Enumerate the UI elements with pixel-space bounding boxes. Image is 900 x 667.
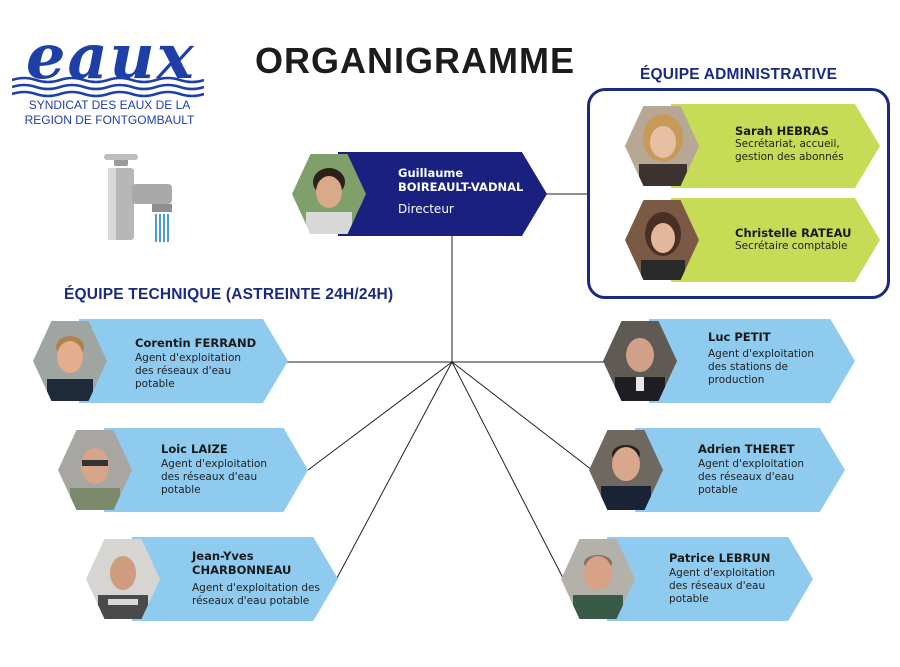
person-name: Corentin FERRAND	[135, 336, 257, 350]
card-ribbon	[79, 319, 288, 403]
hub-to-theret-line	[451, 361, 593, 471]
card-ribbon	[671, 104, 880, 188]
card-ribbon	[635, 428, 845, 512]
person-name: Christelle RATEAU	[735, 226, 852, 240]
person-role-line1: Agent d'exploitation	[698, 458, 805, 470]
person-role-line1: Secrétaire comptable	[735, 240, 848, 252]
tech-team-title: ÉQUIPE TECHNIQUE (ASTREINTE 24H/24H)	[64, 286, 394, 303]
card-ribbon	[649, 319, 855, 403]
person-role-line2: des réseaux d'eau	[161, 471, 258, 483]
person-card-sarah-hebras: Sarah HEBRAS Secrétariat, accueil, gesti…	[625, 104, 880, 188]
card-ribbon	[607, 537, 813, 621]
person-role-line3: potable	[698, 484, 738, 496]
card-ribbon	[671, 198, 880, 282]
portrait-image	[292, 154, 366, 234]
person-role-line1: Agent d'exploitation des	[192, 582, 320, 594]
person-name: Patrice LEBRUN	[669, 551, 771, 565]
person-role-line1: Agent d'exploitation	[708, 348, 815, 360]
hub-to-lebrun-line	[451, 361, 564, 579]
person-name-line2: CHARBONNEAU	[192, 563, 292, 577]
person-role-line1: Agent d'exploitation	[135, 352, 242, 364]
person-role-line3: potable	[135, 378, 175, 390]
person-name: Loic LAIZE	[161, 442, 228, 456]
person-card-luc-petit: Luc PETIT Agent d'exploitation des stati…	[603, 319, 855, 403]
person-role-line1: Agent d'exploitation	[161, 458, 268, 470]
admin-team-title: ÉQUIPE ADMINISTRATIVE	[640, 66, 838, 83]
avatar	[58, 430, 132, 510]
hub-to-laize-line	[307, 361, 453, 471]
person-role-line2: des réseaux d'eau	[135, 365, 232, 377]
person-card-christelle-rateau: Christelle RATEAU Secrétaire comptable	[625, 198, 880, 282]
person-card-jean-yves-charbonneau: Jean-Yves CHARBONNEAU Agent d'exploitati…	[86, 537, 338, 621]
card-ribbon	[132, 537, 338, 621]
page-title: ORGANIGRAMME	[255, 40, 575, 81]
person-role-line2: des stations de	[708, 361, 789, 373]
person-card-corentin-ferrand: Corentin FERRAND Agent d'exploitation de…	[33, 319, 288, 403]
water-tap-icon	[104, 154, 172, 242]
person-role-line1: Secrétariat, accueil,	[735, 138, 840, 150]
avatar	[33, 321, 107, 401]
avatar	[292, 154, 366, 234]
person-role-line2: gestion des abonnés	[735, 151, 844, 163]
person-role-line3: production	[708, 374, 765, 386]
person-role-line3: potable	[161, 484, 201, 496]
person-role: Directeur	[398, 202, 454, 216]
hub-to-charbonneau-line	[336, 361, 453, 579]
person-role-line2: réseaux d'eau potable	[192, 595, 310, 607]
person-name: Adrien THERET	[698, 442, 795, 456]
logo-subtitle: SYNDICAT DES EAUX DE LA REGION DE FONTGO…	[12, 98, 207, 128]
person-card-loic-laize: Loic LAIZE Agent d'exploitation des rése…	[58, 428, 308, 512]
card-ribbon	[104, 428, 308, 512]
logo: eaux SYNDICAT DES EAUX DE LA REGION DE F…	[12, 22, 207, 132]
person-name-line1: Jean-Yves	[192, 549, 254, 563]
waves-icon	[12, 76, 204, 98]
person-role-line3: potable	[669, 593, 709, 605]
person-name-line2: BOIREAULT-VADNAL	[398, 180, 524, 194]
person-name-line1: Guillaume	[398, 166, 464, 180]
person-card-patrice-lebrun: Patrice LEBRUN Agent d'exploitation des …	[561, 537, 813, 621]
person-card-director: Guillaume BOIREAULT-VADNAL Directeur	[292, 152, 547, 236]
person-role-line1: Agent d'exploitation	[669, 567, 776, 579]
person-name: Luc PETIT	[708, 330, 771, 344]
card-ribbon	[338, 152, 547, 236]
person-role-line2: des réseaux d'eau	[669, 580, 766, 592]
portrait-image	[58, 430, 132, 510]
person-role-line2: des réseaux d'eau	[698, 471, 795, 483]
person-name: Sarah HEBRAS	[735, 124, 829, 138]
portrait-image	[33, 321, 107, 401]
person-card-adrien-theret: Adrien THERET Agent d'exploitation des r…	[589, 428, 845, 512]
logo-subtitle-line2: REGION DE FONTGOMBAULT	[24, 113, 195, 127]
logo-subtitle-line1: SYNDICAT DES EAUX DE LA	[28, 98, 191, 112]
